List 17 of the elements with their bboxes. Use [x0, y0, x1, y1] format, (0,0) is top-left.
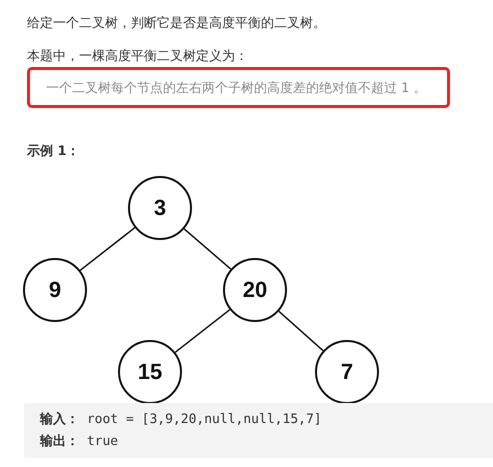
text-label: 示例 1： [27, 143, 80, 160]
node-value: 3 [154, 195, 166, 221]
definition-text: 一个二叉树每个节点的左右两个子树的高度差的绝对值不超过 1 。 [46, 80, 427, 96]
code-line: 输出： true [40, 433, 120, 451]
text-label: 给定一个二叉树，判断它是否是高度平衡的二叉树。 [27, 15, 326, 32]
node-value: 15 [138, 359, 162, 385]
tree-edge [80, 227, 136, 271]
node-value: 7 [340, 359, 354, 385]
node-value: 9 [48, 277, 62, 303]
code-block [24, 403, 493, 458]
tree-edge [174, 309, 230, 353]
tree-edge [184, 228, 232, 270]
definition-box [27, 67, 450, 108]
code-line: 输入： root = [3,9,20,null,null,15,7] [40, 410, 323, 429]
text-label: 本题中，一棵高度平衡二叉树定义为： [27, 48, 248, 65]
node-value: 20 [242, 277, 268, 303]
tree-edge [278, 310, 324, 352]
